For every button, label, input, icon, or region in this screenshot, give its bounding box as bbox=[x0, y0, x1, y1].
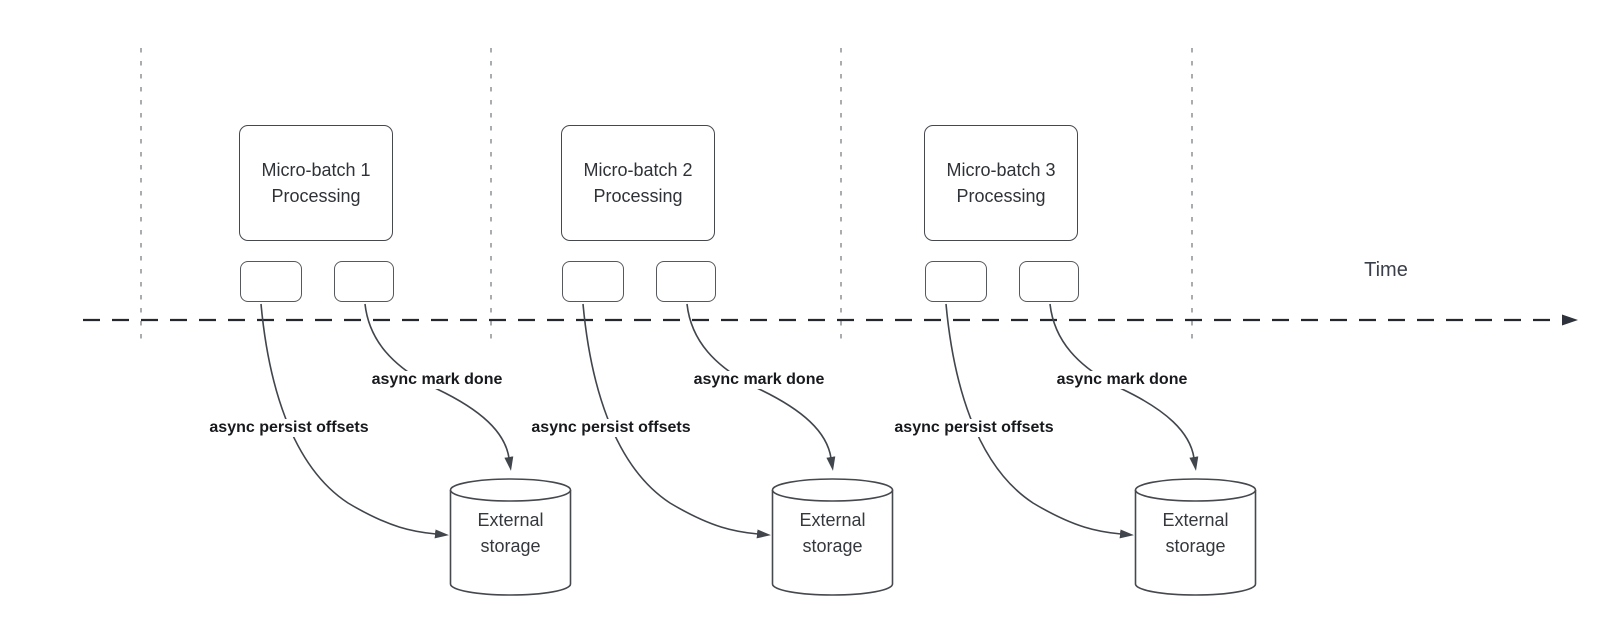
mark-done-task-box bbox=[334, 261, 394, 302]
micro-batch-3-processing-box: Micro-batch 3 Processing bbox=[924, 125, 1078, 241]
micro-batch-title-line1: Micro-batch 3 bbox=[946, 160, 1056, 180]
async-mark-done-label: async mark done bbox=[368, 371, 506, 389]
external-storage-label: External storage bbox=[1125, 507, 1266, 559]
async-mark-done-label: async mark done bbox=[1053, 371, 1191, 389]
external-storage-cylinder bbox=[1134, 490, 1257, 596]
async-persist-offsets-label: async persist offsets bbox=[891, 419, 1057, 437]
external-storage-label-line1: External bbox=[477, 510, 544, 530]
persist-offsets-arrow bbox=[582, 303, 771, 539]
micro-batch-2-processing-box: Micro-batch 2 Processing bbox=[561, 125, 715, 241]
external-storage-cylinder-top bbox=[771, 478, 894, 502]
external-storage-label-line1: External bbox=[1162, 510, 1229, 530]
external-storage-cylinder-top bbox=[449, 478, 572, 502]
mark-done-task-box bbox=[656, 261, 716, 302]
mark-done-task-box bbox=[1019, 261, 1079, 302]
time-axis-label: Time bbox=[1364, 259, 1408, 281]
persist-offsets-arrow bbox=[260, 303, 449, 539]
external-storage-label-line2: storage bbox=[802, 536, 863, 556]
persist-offsets-task-box bbox=[562, 261, 624, 302]
micro-batch-title-line2: Processing bbox=[593, 186, 683, 206]
external-storage-label-line2: storage bbox=[480, 536, 541, 556]
async-persist-offsets-label: async persist offsets bbox=[206, 419, 372, 437]
external-storage-cylinder bbox=[449, 490, 572, 596]
micro-batch-title-line1: Micro-batch 1 bbox=[261, 160, 371, 180]
external-storage-label-line1: External bbox=[799, 510, 866, 530]
persist-offsets-task-box bbox=[925, 261, 987, 302]
external-storage-cylinder bbox=[771, 490, 894, 596]
external-storage-label: External storage bbox=[762, 507, 903, 559]
async-mark-done-label: async mark done bbox=[690, 371, 828, 389]
micro-batch-title-line1: Micro-batch 2 bbox=[583, 160, 693, 180]
external-storage-label: External storage bbox=[440, 507, 581, 559]
micro-batch-title-line2: Processing bbox=[956, 186, 1046, 206]
async-persist-offsets-label: async persist offsets bbox=[528, 419, 694, 437]
persist-offsets-arrow bbox=[945, 303, 1134, 539]
external-storage-label-line2: storage bbox=[1165, 536, 1226, 556]
micro-batch-title-line2: Processing bbox=[271, 186, 361, 206]
micro-batch-1-processing-box: Micro-batch 1 Processing bbox=[239, 125, 393, 241]
external-storage-cylinder-top bbox=[1134, 478, 1257, 502]
persist-offsets-task-box bbox=[240, 261, 302, 302]
